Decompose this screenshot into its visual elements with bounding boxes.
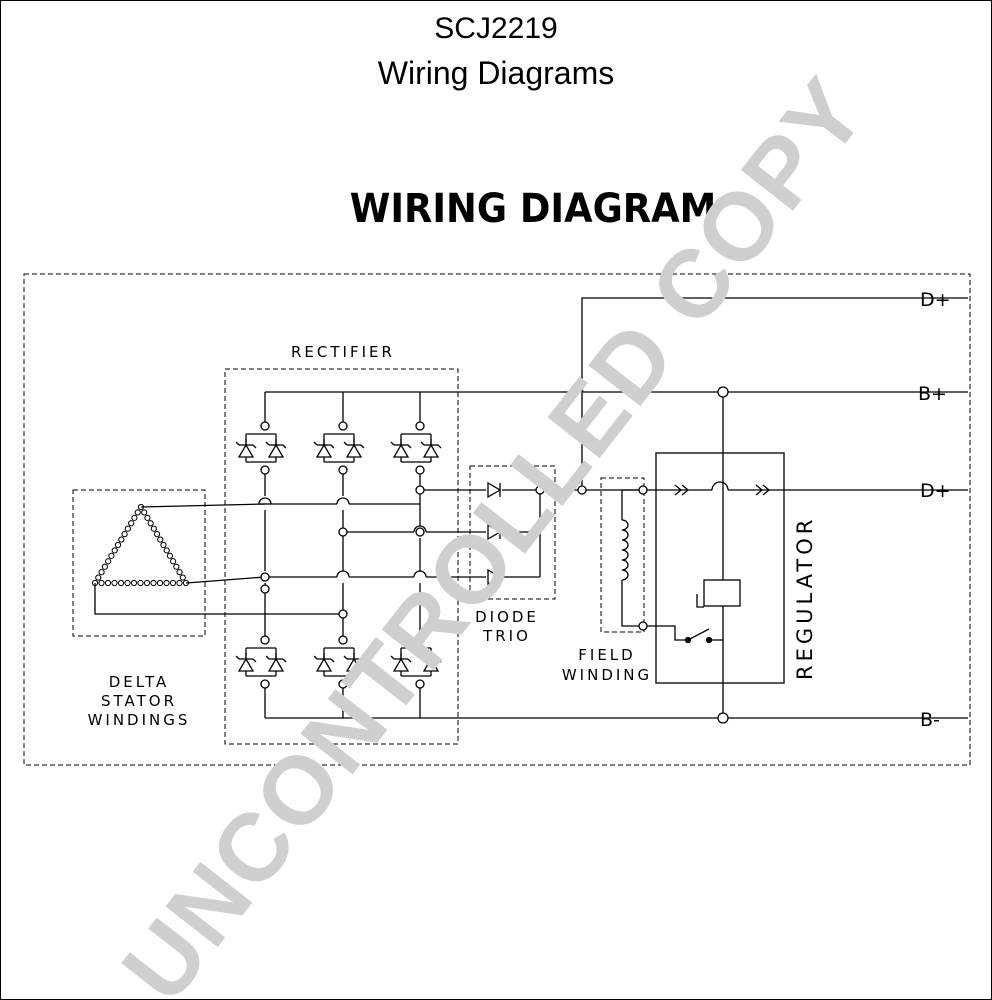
terminal-b-plus: B+	[918, 383, 947, 405]
stator-coil-beads	[91, 503, 190, 587]
rectifier-diode-pairs	[235, 421, 442, 689]
rectifier-diode-pair	[390, 635, 442, 689]
switch-contact	[684, 636, 692, 644]
terminal-node	[535, 485, 545, 495]
diode-trio	[466, 465, 556, 600]
delta-label-2: STATOR	[101, 692, 177, 710]
document-type: Wiring Diagrams	[377, 55, 615, 91]
model-number: SCJ2219	[434, 12, 558, 45]
terminal-node	[338, 527, 348, 537]
switch-contact	[705, 636, 713, 644]
delta-label-3: WINDINGS	[88, 711, 191, 729]
field-label-1: FIELD	[578, 646, 635, 664]
watermark: UNCONTROLLED COPY	[102, 59, 887, 1000]
terminal-node	[260, 572, 270, 582]
diode-trio-label-2: TRIO	[482, 627, 531, 645]
terminal-node	[577, 485, 587, 495]
terminal-node	[638, 485, 648, 495]
diode-trio-label-1: DIODE	[475, 608, 539, 626]
terminal-node	[338, 609, 348, 619]
bus-terminal	[717, 712, 729, 724]
delta-stator	[72, 489, 343, 637]
terminal-d-plus-top: D+	[920, 289, 951, 311]
diagram-title: WIRING DIAGRAM	[349, 186, 717, 232]
terminal-b-minus: B-	[920, 709, 940, 731]
rectifier-label: RECTIFIER	[291, 343, 395, 361]
connection-nodes	[260, 386, 729, 724]
terminal-node	[415, 527, 425, 537]
terminal-node	[415, 485, 425, 495]
rectifier-bridge	[224, 368, 968, 745]
field-winding	[600, 477, 645, 633]
alternator-boundary	[23, 273, 971, 766]
rectifier-diode-pair	[390, 421, 442, 475]
bus-terminal	[717, 386, 729, 398]
regulator-label: REGULATOR	[793, 516, 817, 680]
terminal-node	[638, 621, 648, 631]
rectifier-diode-pair	[235, 635, 287, 689]
field-label-2: WINDING	[562, 666, 652, 684]
terminal-node	[260, 584, 270, 594]
rectifier-diode-pair	[313, 421, 365, 475]
rectifier-diode-pair	[235, 421, 287, 475]
regulator	[643, 392, 785, 718]
terminal-d-plus: D+	[920, 480, 951, 502]
rectifier-diode-pair	[313, 635, 365, 689]
delta-label-1: DELTA	[109, 673, 170, 691]
